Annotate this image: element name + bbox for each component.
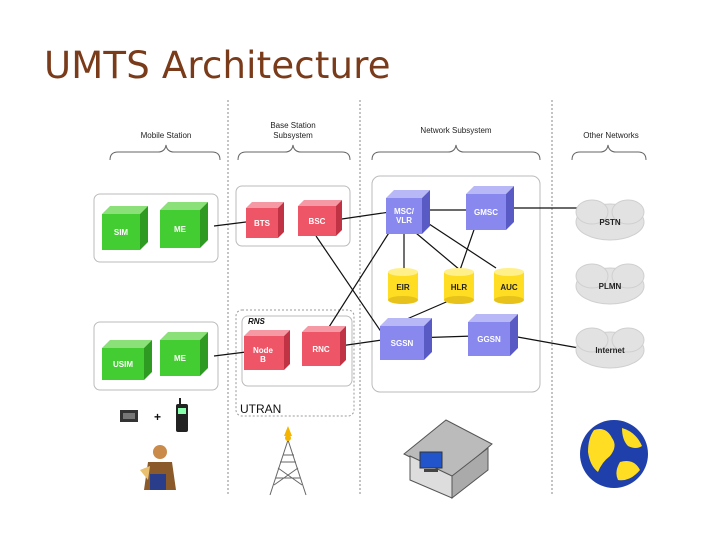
cloud-pstn-shape [575, 199, 645, 241]
box-ggsn-shape [468, 314, 518, 356]
box-usim-shape [102, 340, 152, 380]
brace-other [571, 144, 647, 161]
slide-title: UMTS Architecture [44, 44, 391, 87]
node-bts: BTS [254, 218, 270, 228]
box-msc-shape [386, 190, 430, 234]
house-icon [403, 419, 493, 500]
box-me1-shape [160, 202, 208, 248]
person-icon [140, 445, 176, 490]
cyl-eir-shape [388, 268, 418, 304]
node-auc: AUC [500, 282, 518, 292]
brace-mobile [109, 144, 221, 161]
section-mobile-station: Mobile Station [140, 131, 192, 140]
mobile-phone-icon [176, 398, 188, 432]
label-rns: RNS [248, 317, 265, 326]
cyl-hlr-shape [444, 268, 474, 304]
links [213, 207, 591, 357]
node-eir: EIR [396, 282, 410, 292]
network-plmn: PLMN [598, 281, 622, 291]
section-network-subsystem: Network Subsystem [420, 126, 492, 135]
box-sim-shape [102, 206, 148, 250]
cloud-internet-shape [575, 327, 645, 369]
box-nodeb-shape [244, 330, 290, 370]
section-base-station-subsystem: Base Station Subsystem [270, 121, 316, 140]
node-usim: USIM [113, 359, 133, 369]
cyl-auc-shape [494, 268, 524, 304]
label-utran: UTRAN [240, 402, 282, 416]
node-sgsn: SGSN [390, 338, 414, 348]
node-node-b: Node B [253, 346, 273, 364]
network-pstn: PSTN [599, 217, 621, 227]
brace-bss [237, 144, 351, 161]
antenna-tower-icon [269, 439, 307, 496]
panel-utran [235, 309, 355, 417]
node-rnc: RNC [312, 344, 330, 354]
box-me2-shape [160, 332, 208, 376]
node-me-umts: ME [174, 353, 186, 363]
cloud-plmn-shape [575, 263, 645, 305]
antenna-top-icon [284, 426, 292, 441]
node-sim: SIM [113, 227, 129, 237]
node-bsc: BSC [308, 216, 326, 226]
node-hlr: HLR [450, 282, 468, 292]
node-msc-vlr: MSC/ VLR [394, 207, 414, 225]
brace-network [371, 144, 541, 161]
node-gmsc: GMSC [474, 207, 498, 217]
box-gmsc-shape [466, 186, 514, 230]
section-other-networks: Other Networks [583, 131, 639, 140]
box-bsc-shape [298, 200, 342, 236]
smartcard-icon [120, 410, 138, 422]
globe-icon [580, 420, 648, 488]
node-me-gsm: ME [174, 224, 186, 234]
box-sgsn-shape [380, 318, 432, 360]
box-rnc-shape [302, 326, 346, 366]
box-bts-shape [246, 202, 284, 238]
network-internet: Internet [595, 345, 625, 355]
node-ggsn: GGSN [477, 334, 501, 344]
plus-sign: + [154, 410, 162, 424]
